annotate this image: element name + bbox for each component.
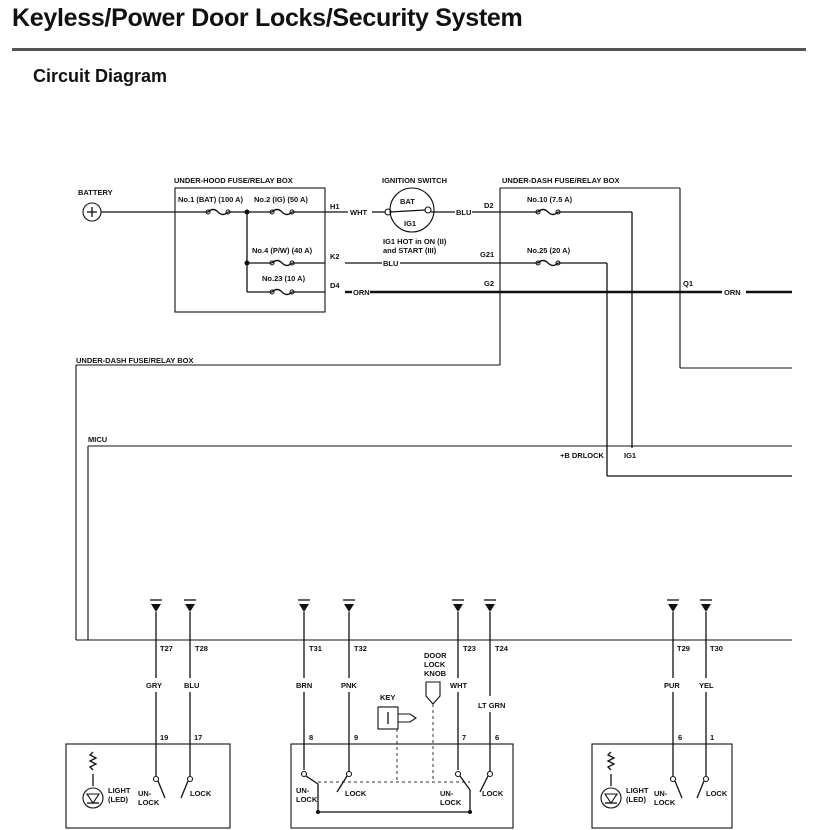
pin-9: 9 [354, 733, 358, 742]
led-icon [82, 751, 104, 809]
terminal-g2: G2 [484, 279, 494, 288]
right-light-label: LIGHT [626, 786, 649, 795]
fuse-no10-label: No.10 (7.5 A) [527, 195, 573, 204]
fuse-no1 [207, 208, 229, 216]
terminal-t28: T28 [195, 644, 208, 653]
terminal-h1: H1 [330, 202, 340, 211]
pin-19: 19 [160, 733, 168, 742]
ig1-note-1: IG1 HOT in ON (II) [383, 237, 447, 246]
wire-blu-2: BLU [383, 259, 398, 268]
wire-blu-3: BLU [184, 681, 199, 690]
terminal-q1: Q1 [683, 279, 693, 288]
terminal-t32: T32 [354, 644, 367, 653]
battery-label: BATTERY [78, 188, 113, 197]
key-label: KEY [380, 693, 395, 702]
wire-orn-2: ORN [724, 288, 741, 297]
fuse-no25 [537, 259, 559, 267]
right-led-label: (LED) [626, 795, 646, 804]
fuse-no2 [271, 208, 293, 216]
wire-orn-1: ORN [353, 288, 370, 297]
led-icon-right [600, 751, 622, 809]
micu-diodes [150, 599, 712, 640]
ignition-switch [389, 187, 435, 233]
pin-6-a: 6 [495, 733, 499, 742]
fuse-no25-label: No.25 (20 A) [527, 246, 571, 255]
terminal-d4: D4 [330, 281, 340, 290]
ignition-bat: BAT [400, 197, 415, 206]
left-led-label: (LED) [108, 795, 128, 804]
ig1-terminal-label: IG1 [624, 451, 636, 460]
wire-wht-2: WHT [450, 681, 467, 690]
pin-8: 8 [309, 733, 313, 742]
left-lock-label: LOCK [190, 789, 212, 798]
terminal-d2: D2 [484, 201, 494, 210]
left-light-label: LIGHT [108, 786, 131, 795]
center-lock-label-a: LOCK [345, 789, 367, 798]
center-door-lock-switch [290, 743, 514, 829]
terminal-t31: T31 [309, 644, 322, 653]
right-un-label: UN- [654, 789, 668, 798]
section-subtitle: Circuit Diagram [33, 66, 168, 86]
page-title: Keyless/Power Door Locks/Security System [12, 4, 523, 32]
ignition-ig1: IG1 [404, 219, 416, 228]
wire-blu-1: BLU [456, 208, 471, 217]
underhood-box-label: UNDER-HOOD FUSE/RELAY BOX [174, 176, 293, 185]
center-lock-label-b: LOCK [482, 789, 504, 798]
title-rule [12, 48, 806, 51]
center-unlock-label-a: LOCK [296, 795, 318, 804]
terminal-t23: T23 [463, 644, 476, 653]
wire-gry: GRY [146, 681, 162, 690]
right-door-lock-switch [591, 743, 733, 829]
terminal-t29: T29 [677, 644, 690, 653]
door-lock-knob-icon [425, 681, 441, 705]
wire-brn: BRN [296, 681, 312, 690]
terminal-t30: T30 [710, 644, 723, 653]
fuse-no2-label: No.2 (IG) (50 A) [254, 195, 308, 204]
b-drlock-label: +B DRLOCK [560, 451, 605, 460]
key-icon [377, 706, 417, 730]
micu-label: MICU [88, 435, 107, 444]
ig1-note-2: and START (III) [383, 246, 437, 255]
wire-pnk: PNK [341, 681, 357, 690]
center-unlock-label-b: LOCK [440, 798, 462, 807]
door-knob-label-1: DOOR [424, 651, 447, 660]
center-un-label-a: UN- [296, 786, 310, 795]
fuse-no23-label: No.23 (10 A) [262, 274, 306, 283]
pin-1: 1 [710, 733, 714, 742]
underdash-box-left-label: UNDER-DASH FUSE/RELAY BOX [76, 356, 194, 365]
ignition-switch-label: IGNITION SWITCH [382, 176, 447, 185]
left-unlock-label: LOCK [138, 798, 160, 807]
pin-7: 7 [462, 733, 466, 742]
wire-wht-1: WHT [350, 208, 367, 217]
fuse-no4 [271, 259, 293, 267]
fuse-no23 [271, 288, 293, 296]
fuse-no4-label: No.4 (P/W) (40 A) [252, 246, 313, 255]
pin-17: 17 [194, 733, 202, 742]
left-un-label: UN- [138, 789, 152, 798]
fuse-no1-label: No.1 (BAT) (100 A) [178, 195, 244, 204]
underdash-box-label: UNDER-DASH FUSE/RELAY BOX [502, 176, 620, 185]
underhood-fuse-box [174, 187, 326, 313]
left-door-lock-switch [65, 743, 231, 829]
terminal-k2: K2 [330, 252, 340, 261]
fuse-no10 [537, 208, 559, 216]
pin-6-b: 6 [678, 733, 682, 742]
door-knob-label-3: KNOB [424, 669, 447, 678]
terminal-t24: T24 [495, 644, 509, 653]
wire-yel: YEL [699, 681, 714, 690]
door-knob-label-2: LOCK [424, 660, 446, 669]
wire-pur: PUR [664, 681, 680, 690]
terminal-g21: G21 [480, 250, 494, 259]
terminal-t27: T27 [160, 644, 173, 653]
right-unlock-label: LOCK [654, 798, 676, 807]
wire-lt-grn: LT GRN [478, 701, 505, 710]
right-lock-label: LOCK [706, 789, 728, 798]
battery-symbol [82, 202, 102, 222]
center-un-label-b: UN- [440, 789, 454, 798]
